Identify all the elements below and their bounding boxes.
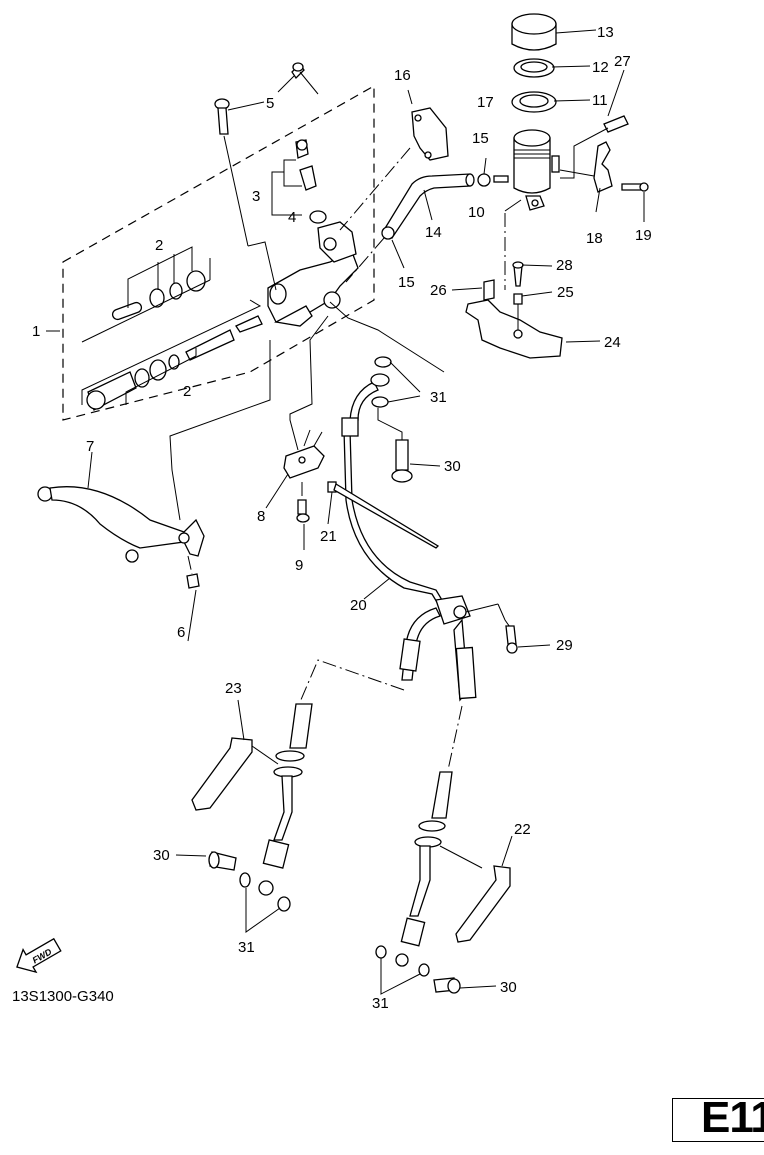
label-8: 8 [257, 508, 265, 525]
union-bolt-30c [433, 977, 461, 994]
label-26: 26 [430, 282, 447, 299]
bolt-29 [505, 625, 517, 645]
hose-joint [435, 595, 471, 625]
label-31c: 31 [372, 995, 389, 1012]
label-7: 7 [86, 438, 94, 455]
label-29: 29 [556, 637, 573, 654]
part-labels: 1 2 2 3 4 5 6 7 8 9 10 11 12 13 14 15 15… [32, 24, 652, 1012]
label-6: 6 [177, 624, 185, 641]
label-10: 10 [468, 204, 485, 221]
label-16: 16 [394, 67, 411, 84]
brake-hose-right [395, 771, 453, 967]
label-27: 27 [614, 53, 631, 70]
screw-9 [296, 499, 310, 523]
label-3: 3 [252, 188, 260, 205]
label-4: 4 [288, 209, 296, 226]
washer-31c [239, 872, 251, 888]
label-18: 18 [586, 230, 603, 247]
diaphragm-holder-12 [513, 58, 555, 78]
label-21: 21 [320, 528, 337, 545]
union-bolt-30b [208, 851, 237, 871]
master-cylinder-body [267, 221, 359, 327]
label-25: 25 [557, 284, 574, 301]
bracket-18 [593, 141, 613, 193]
label-5: 5 [266, 95, 274, 112]
label-14: 14 [425, 224, 442, 241]
label-20: 20 [350, 597, 367, 614]
hose-clamp-15a [477, 173, 491, 187]
label-9: 9 [295, 557, 303, 574]
reservoir-cap-13 [511, 13, 557, 51]
collar-25 [513, 293, 523, 305]
label-1: 1 [32, 323, 40, 340]
label-30b: 30 [153, 847, 170, 864]
piston-kit-lower [81, 299, 263, 411]
label-15b: 15 [398, 274, 415, 291]
label-31b: 31 [238, 939, 255, 956]
label-30a: 30 [444, 458, 461, 475]
washer-31f [418, 963, 430, 977]
bolt-27 [603, 115, 629, 133]
screw-19 [621, 183, 643, 191]
washer-31d [277, 896, 291, 912]
label-15a: 15 [472, 130, 489, 147]
label-2b: 2 [183, 383, 191, 400]
union-bolt-30a [391, 439, 413, 483]
reservoir-tank-10 [493, 129, 560, 211]
hose-clamp-15b [381, 226, 395, 240]
forward-arrow-icon: FWD [16, 937, 62, 974]
washer-31e [375, 945, 387, 959]
brake-hose-20 [343, 429, 443, 606]
label-22: 22 [514, 821, 531, 838]
label-30c: 30 [500, 979, 517, 996]
diaphragm-11 [511, 91, 557, 113]
leader-lines [46, 29, 645, 989]
nut-6 [186, 573, 200, 589]
label-2a: 2 [155, 237, 163, 254]
bracket-24 [465, 299, 563, 359]
assembly-1-outline [62, 84, 375, 421]
brake-lever-7 [37, 486, 205, 563]
hose-guide-22 [455, 865, 511, 943]
brake-light-switch-8 [283, 429, 325, 479]
label-17: 17 [477, 94, 494, 111]
washer-31b [371, 396, 389, 408]
screw-28 [513, 265, 523, 287]
label-28: 28 [556, 257, 573, 274]
cable-tie-21 [327, 481, 440, 549]
page-reference: E11 [701, 1093, 764, 1142]
hose-guide-23 [191, 737, 253, 811]
label-19: 19 [635, 227, 652, 244]
piston-kit-upper [81, 246, 211, 343]
holder-16 [411, 107, 449, 161]
label-13: 13 [597, 24, 614, 41]
washer-31a [374, 356, 392, 368]
page-reference-box: E11 [672, 1093, 764, 1142]
washer-4 [309, 210, 327, 224]
bleed-screw-set [271, 139, 317, 216]
label-11: 11 [592, 92, 608, 109]
bolt-17 [291, 62, 319, 95]
label-24: 24 [604, 334, 621, 351]
pivot-bolt-5 [214, 98, 230, 135]
clip-26 [483, 279, 495, 301]
label-12: 12 [592, 59, 609, 76]
drawing-code: 13S1300-G340 [12, 988, 114, 1005]
brake-hose-left [258, 703, 313, 896]
label-31a: 31 [430, 389, 447, 406]
label-23: 23 [225, 680, 242, 697]
